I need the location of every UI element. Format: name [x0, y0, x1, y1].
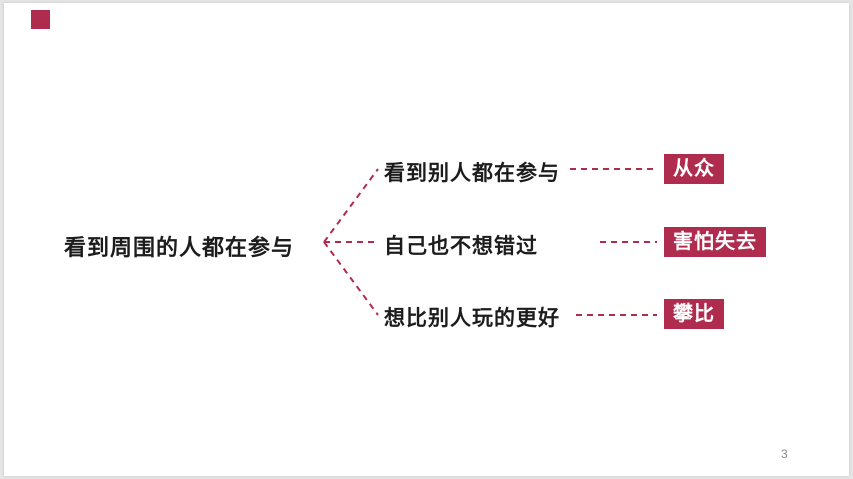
branch-label-1: 看到别人都在参与 — [384, 162, 560, 185]
tag-badge-1: 从众 — [664, 154, 724, 184]
tag-badge-2: 害怕失去 — [664, 227, 766, 257]
page-number: 3 — [781, 447, 788, 461]
tag-badge-3: 攀比 — [664, 299, 724, 329]
slide: 看到周围的人都在参与 看到别人都在参与 自己也不想错过 想比别人玩的更好 从众 … — [4, 3, 849, 476]
root-node-label: 看到周围的人都在参与 — [64, 235, 295, 260]
branch-label-2: 自己也不想错过 — [384, 235, 538, 258]
corner-accent-square — [31, 10, 50, 29]
branch-label-3: 想比别人玩的更好 — [384, 307, 560, 330]
